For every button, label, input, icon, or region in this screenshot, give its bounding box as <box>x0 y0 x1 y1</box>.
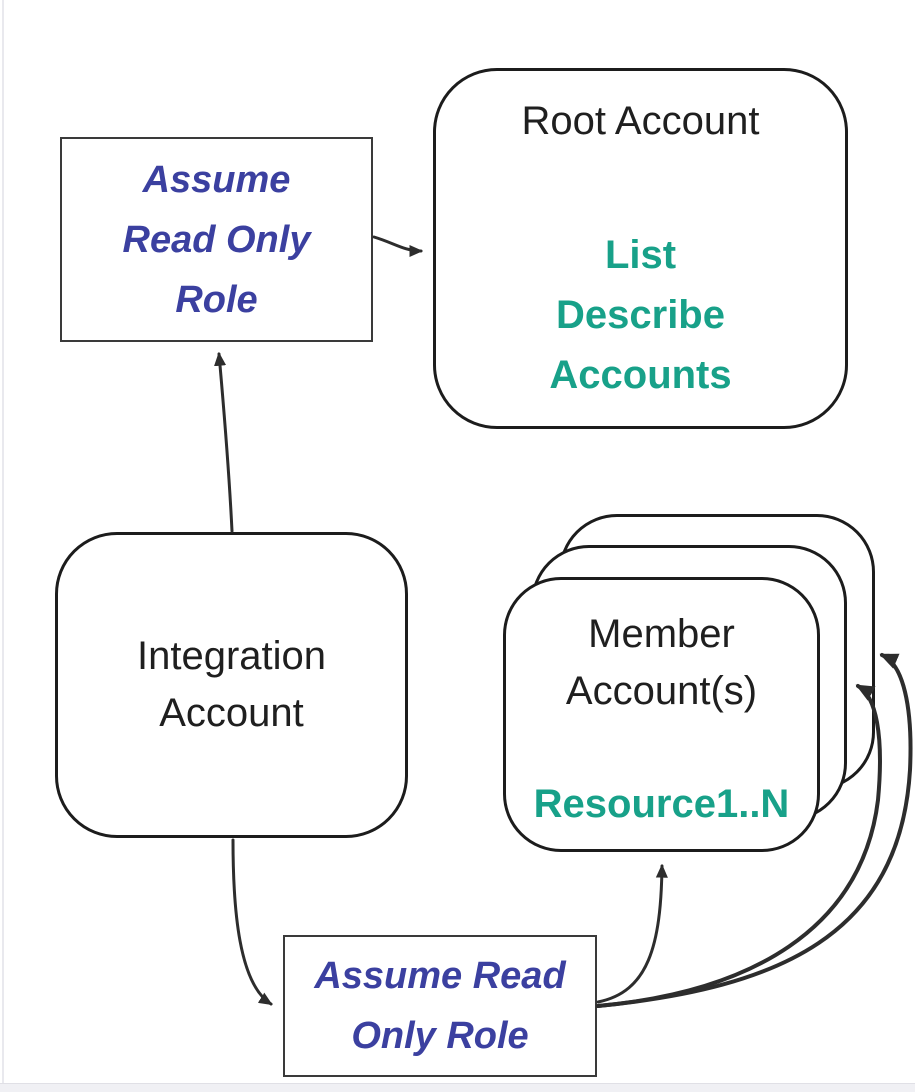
page-bottom-strip <box>0 1083 915 1092</box>
assume-read-only-role-bottom-box: Assume Read Only Role <box>283 935 597 1077</box>
assume-read-only-role-top-box: Assume Read Only Role <box>60 137 373 342</box>
root-account-op-describe: Describe <box>556 293 725 337</box>
integration-account-box: Integration Account <box>55 532 408 838</box>
root-account-operations: List Describe Accounts <box>549 225 731 405</box>
assume-bottom-line-2: Only Role <box>351 1015 529 1057</box>
root-account-box: Root Account List Describe Accounts <box>433 68 848 429</box>
assume-top-line-2: Read Only <box>122 218 311 261</box>
integration-account-line-1: Integration <box>136 634 327 678</box>
integration-account-line-2: Account <box>159 691 304 735</box>
member-account-line-1: Member <box>588 612 735 656</box>
root-account-title: Root Account <box>521 99 760 143</box>
assume-bottom-line-1: Assume Read <box>314 955 566 997</box>
arrow-integration-to-assume-top <box>213 351 234 533</box>
root-account-op-accounts: Accounts <box>549 353 732 397</box>
member-account-line-2: Account(s) <box>565 669 758 713</box>
arrow-assume-top-to-root <box>372 235 424 258</box>
member-account-resources: Resource1..N <box>533 782 790 826</box>
root-account-op-list: List <box>604 233 677 277</box>
arrow-integration-to-assume-bottom <box>231 838 273 1006</box>
assume-top-line-3: Role <box>175 278 258 321</box>
arrow-assume-bottom-to-member-front <box>596 863 668 1004</box>
member-account-front-card: Member Account(s) Resource1..N <box>503 577 820 852</box>
page-left-edge-line <box>2 0 4 1085</box>
assume-top-line-1: Assume <box>142 158 291 201</box>
